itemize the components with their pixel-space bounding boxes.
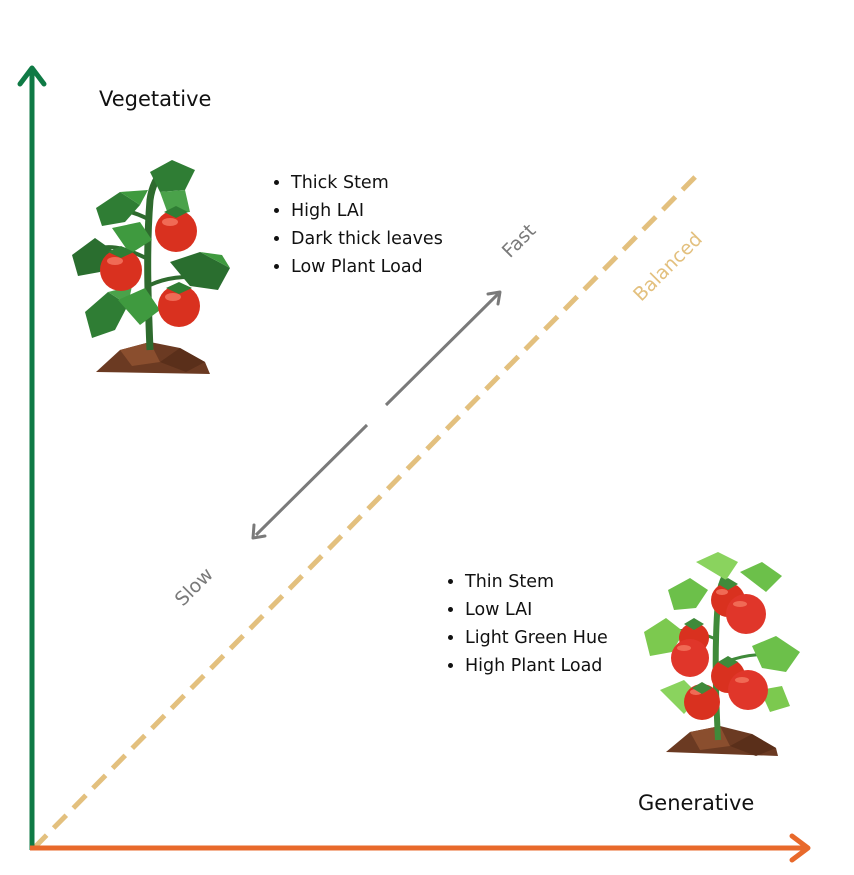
slow-arrow <box>251 423 369 540</box>
vegetative-traits-item: Low Plant Load <box>291 253 443 281</box>
x-axis <box>30 833 811 863</box>
generative-traits-list: Thin StemLow LAILight Green HueHigh Plan… <box>445 568 608 680</box>
vegetative-tomato-plant-icon <box>72 160 230 374</box>
generative-traits-item: High Plant Load <box>465 652 608 680</box>
x-axis-label: Generative <box>638 791 755 815</box>
vegetative-traits-item: Dark thick leaves <box>291 225 443 253</box>
generative-traits-item: Light Green Hue <box>465 624 608 652</box>
generative-traits-item: Low LAI <box>465 596 608 624</box>
balanced-line <box>32 170 702 850</box>
y-axis <box>17 65 47 850</box>
fast-arrow <box>384 290 502 407</box>
vegetative-traits-list: Thick StemHigh LAIDark thick leavesLow P… <box>271 169 443 281</box>
generative-tomato-plant-icon <box>644 552 800 756</box>
vegetative-traits-item: High LAI <box>291 197 443 225</box>
y-axis-label: Vegetative <box>99 87 212 111</box>
generative-traits-item: Thin Stem <box>465 568 608 596</box>
vegetative-traits-item: Thick Stem <box>291 169 443 197</box>
